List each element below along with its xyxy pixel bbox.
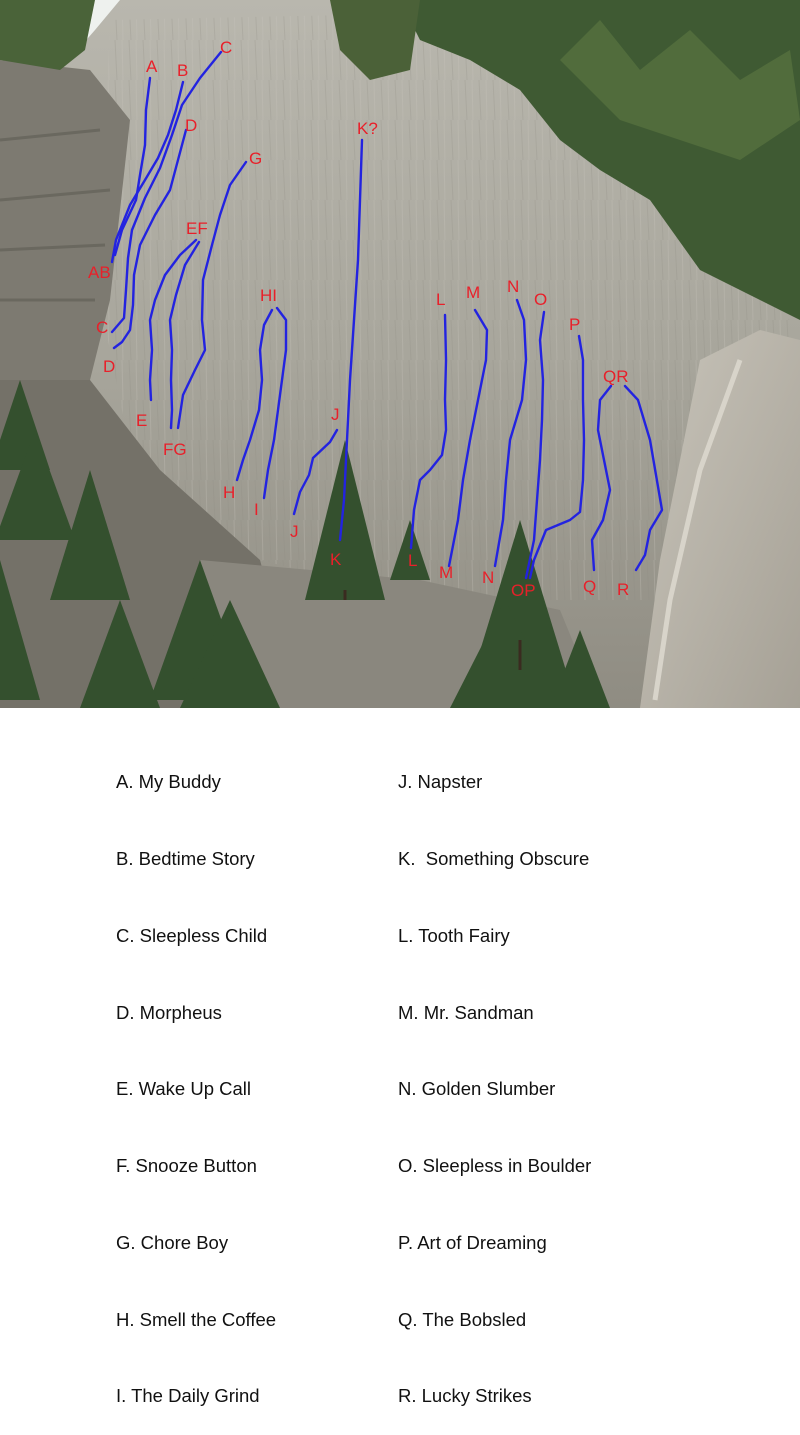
legend-item-l: L. Tooth Fairy bbox=[398, 924, 510, 946]
route-label-b-top: B bbox=[177, 61, 188, 80]
forest-top-mid bbox=[330, 0, 420, 80]
route-label-l-bottom: L bbox=[408, 551, 417, 570]
route-label-qr-top: QR bbox=[603, 367, 629, 386]
forest-top-left bbox=[0, 0, 95, 70]
route-label-j-bottom: J bbox=[290, 522, 299, 541]
route-line-n bbox=[493, 298, 528, 568]
tree-trunks bbox=[343, 590, 522, 670]
route-label-k-top: K? bbox=[357, 119, 378, 138]
legend-item-m: M. Mr. Sandman bbox=[398, 1001, 534, 1023]
route-line-c bbox=[110, 50, 223, 334]
route-line-k bbox=[338, 138, 364, 542]
legend-item-f: F. Snooze Button bbox=[116, 1155, 257, 1177]
route-line-h bbox=[235, 308, 274, 482]
legend-item-d: D. Morpheus bbox=[116, 1001, 222, 1023]
route-line-p bbox=[528, 334, 586, 580]
legend-item-q: Q. The Bobsled bbox=[398, 1308, 527, 1330]
route-label-n-bottom: N bbox=[482, 568, 494, 587]
route-label-p-top: P bbox=[569, 315, 580, 334]
legend-item-p: P. Art of Dreaming bbox=[398, 1231, 547, 1253]
route-label-ef-top: EF bbox=[186, 219, 208, 238]
route-label-fg-bottom: FG bbox=[163, 440, 187, 459]
route-lines bbox=[110, 50, 664, 580]
left-wall bbox=[0, 60, 130, 390]
route-line-d bbox=[112, 128, 188, 350]
route-label-g-top: G bbox=[249, 149, 262, 168]
route-label-op-bottom: OP bbox=[511, 581, 536, 600]
legend-item-e: E. Wake Up Call bbox=[116, 1078, 252, 1100]
route-labels: A B C D G K? EF AB C D HI L M N O P QR E… bbox=[88, 38, 629, 600]
route-line-b bbox=[110, 80, 185, 264]
route-label-m-bottom: M bbox=[439, 563, 453, 582]
legend-item-a: A. My Buddy bbox=[116, 771, 221, 793]
route-label-d-top: D bbox=[185, 116, 197, 135]
route-legend-left: A. My Buddy B. Bedtime Story C. Sleeples… bbox=[116, 718, 276, 1435]
route-label-o-top: O bbox=[534, 290, 547, 309]
route-line-j bbox=[292, 428, 339, 516]
route-line-f bbox=[168, 240, 201, 430]
legend-item-g: G. Chore Boy bbox=[116, 1231, 229, 1253]
legend-item-r: R. Lucky Strikes bbox=[398, 1385, 532, 1407]
route-label-h-bottom: H bbox=[223, 483, 235, 502]
route-label-l-top: L bbox=[436, 290, 445, 309]
route-label-j-top: J bbox=[331, 405, 340, 424]
legend-item-c: C. Sleepless Child bbox=[116, 924, 268, 946]
route-label-e-bottom: E bbox=[136, 411, 147, 430]
route-label-r-bottom: R bbox=[617, 580, 629, 599]
legend-item-n: N. Golden Slumber bbox=[398, 1078, 556, 1100]
route-label-ab-bottom: AB bbox=[88, 263, 111, 282]
route-label-a-top: A bbox=[146, 57, 158, 76]
slab-crack bbox=[652, 359, 743, 701]
route-label-d-bottom: D bbox=[103, 357, 115, 376]
trees bbox=[0, 380, 610, 708]
route-line-r bbox=[623, 384, 664, 572]
left-ledges bbox=[0, 128, 111, 302]
route-label-c-top: C bbox=[220, 38, 232, 57]
route-label-hi-top: HI bbox=[260, 286, 277, 305]
route-line-e bbox=[148, 238, 198, 402]
forest-highlights bbox=[560, 20, 800, 160]
route-line-i bbox=[262, 306, 288, 500]
route-line-a bbox=[113, 76, 152, 257]
route-label-k-bottom: K bbox=[330, 550, 342, 569]
route-label-c-bottom: C bbox=[96, 318, 108, 337]
route-line-m bbox=[447, 308, 489, 568]
route-label-m-top: M bbox=[466, 283, 480, 302]
legend-item-b: B. Bedtime Story bbox=[116, 847, 255, 869]
route-legend-right: J. Napster K. Something Obscure L. Tooth… bbox=[398, 718, 591, 1435]
legend-item-j: J. Napster bbox=[398, 771, 483, 793]
legend-item-k: K. Something Obscure bbox=[398, 847, 590, 869]
legend-item-i: I. The Daily Grind bbox=[116, 1385, 260, 1407]
route-label-i-bottom: I bbox=[254, 500, 259, 519]
route-label-n-top: N bbox=[507, 277, 519, 296]
legend-item-o: O. Sleepless in Boulder bbox=[398, 1155, 592, 1177]
right-slab bbox=[640, 330, 800, 708]
legend-item-h: H. Smell the Coffee bbox=[116, 1308, 277, 1330]
route-line-l bbox=[409, 313, 448, 550]
route-line-o bbox=[524, 310, 546, 580]
route-line-q bbox=[590, 384, 613, 572]
route-line-g bbox=[176, 160, 248, 430]
cliff-photo: A B C D G K? EF AB C D HI L M N O P QR E… bbox=[0, 0, 800, 708]
route-label-q-bottom: Q bbox=[583, 577, 596, 596]
